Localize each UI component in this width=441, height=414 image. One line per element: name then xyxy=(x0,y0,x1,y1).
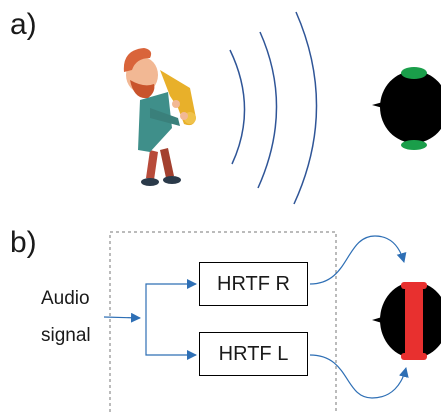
hrtf-right-label: HRTF R xyxy=(217,272,290,295)
hrtf-left-label: HRTF L xyxy=(218,342,289,365)
ear-bottom-icon xyxy=(401,140,427,150)
panel-b-label: b) xyxy=(10,226,37,259)
listener-head-headphones-icon xyxy=(372,282,441,360)
processing-boundary xyxy=(109,231,337,414)
hrtf-left-box: HRTF L xyxy=(199,332,308,376)
sound-wave-icon xyxy=(229,11,318,205)
hrtf-right-box: HRTF R xyxy=(199,262,308,306)
panel-a-label: a) xyxy=(10,8,37,41)
audio-signal-label-line2: signal xyxy=(41,325,91,346)
listener-head-icon xyxy=(372,67,441,150)
audio-signal-label-line1: Audio xyxy=(41,288,90,309)
saxophone-player-illustration xyxy=(123,48,196,186)
ear-top-icon xyxy=(401,67,427,79)
signal-flow-arrows xyxy=(103,235,409,399)
